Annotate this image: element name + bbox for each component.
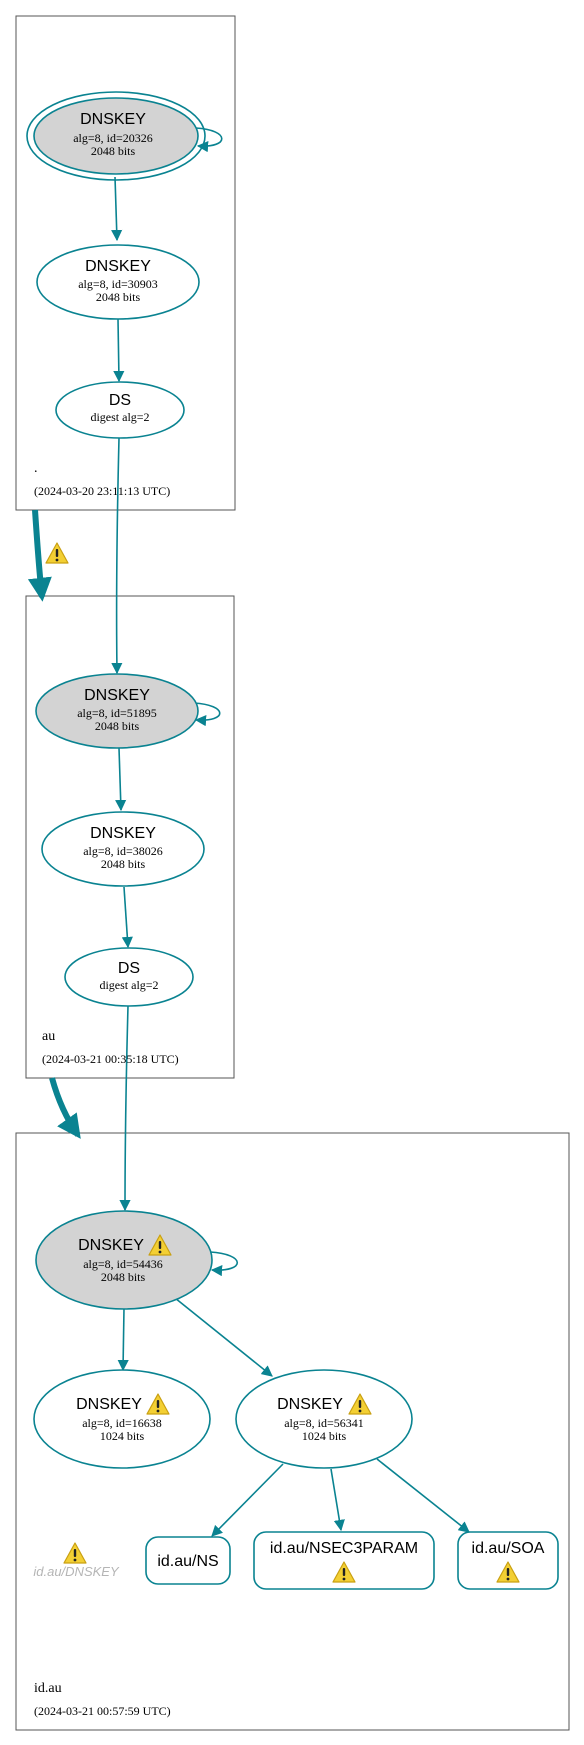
zone-box-idau [15,1132,570,1731]
edge-root-ksk-to-zsk [111,176,123,242]
ghost-dnskey-node[interactable]: id.au/DNSKEY [33,1542,120,1579]
zone-name-au: au [42,1029,55,1044]
edge-idau-ksk-to-zsk1 [117,1307,129,1372]
edge-zsk2-to-ns [211,1463,284,1537]
ghost-label: id.au/DNSKEY [33,1564,120,1579]
delegation-arrow-au-to-idau [49,1077,81,1139]
dnskey-node-root-ksk[interactable]: DNSKEY alg=8, id=20326 2048 bits [26,91,206,181]
rrset-node-nsec3param[interactable]: id.au/NSEC3PARAM [253,1531,435,1590]
rrset-label: id.au/NSEC3PARAM [270,1540,418,1557]
node-detail: 2048 bits [101,857,146,871]
node-detail: alg=8, id=54436 [83,1257,163,1271]
edge-au-ds-to-idau-ksk [119,1005,131,1212]
delegation-arrow-root-to-au [27,509,52,602]
edge-root-ksk-self [195,127,223,153]
edge-idau-ksk-to-zsk2 [174,1297,273,1377]
node-detail: alg=8, id=16638 [82,1416,162,1430]
dnskey-node-idau-zsk-56341[interactable]: DNSKEY alg=8, id=56341 1024 bits [235,1369,413,1469]
zone-timestamp-root: (2024-03-20 23:11:13 UTC) [34,484,170,498]
edge-au-zsk-to-ds [121,886,133,949]
ds-node-root[interactable]: DS digest alg=2 [55,381,185,439]
node-title: DNSKEY [90,825,156,842]
node-title: DNSKEY [85,258,151,275]
node-title: DS [109,392,131,409]
dnskey-node-au-zsk[interactable]: DNSKEY alg=8, id=38026 2048 bits [41,811,205,887]
rrset-node-soa[interactable]: id.au/SOA [457,1531,559,1590]
ds-node-au[interactable]: DS digest alg=2 [64,947,194,1007]
zone-timestamp-au: (2024-03-21 00:35:18 UTC) [42,1052,179,1066]
rrset-node-ns[interactable]: id.au/NS [145,1536,231,1585]
node-detail: alg=8, id=38026 [83,844,163,858]
zone-box-root [15,15,236,511]
dnskey-node-au-ksk[interactable]: DNSKEY alg=8, id=51895 2048 bits [35,673,199,749]
node-detail: 2048 bits [95,719,140,733]
node-title: DNSKEY [76,1396,142,1413]
edge-zsk2-to-soa [376,1458,470,1533]
rrset-label: id.au/NS [157,1553,218,1570]
warning-triangle-icon [45,542,69,564]
edge-idau-ksk-self [209,1251,239,1277]
node-detail: alg=8, id=30903 [78,277,158,291]
node-detail: 2048 bits [96,290,141,304]
zone-box-au [25,595,235,1079]
node-detail: 2048 bits [91,144,136,158]
edge-root-zsk-to-ds [113,318,125,383]
node-title: DNSKEY [84,687,150,704]
edge-zsk2-to-nsec3param [330,1468,345,1532]
dnskey-node-idau-zsk-16638[interactable]: DNSKEY alg=8, id=16638 1024 bits [33,1369,211,1469]
node-detail: digest alg=2 [99,978,158,992]
zone-timestamp-idau: (2024-03-21 00:57:59 UTC) [34,1704,171,1718]
node-title: DNSKEY [277,1396,343,1413]
node-detail: alg=8, id=51895 [77,706,157,720]
node-detail: 2048 bits [101,1270,146,1284]
node-title: DNSKEY [80,111,146,128]
node-detail: 1024 bits [302,1429,347,1443]
warning-triangle-icon [63,1542,87,1564]
edge-au-ksk-to-zsk [115,747,127,812]
node-detail: alg=8, id=56341 [284,1416,364,1430]
edge-root-ds-to-au-ksk [111,437,123,675]
rrset-label: id.au/SOA [472,1540,545,1557]
node-detail: alg=8, id=20326 [73,131,153,145]
edge-au-ksk-self [193,702,221,727]
zone-name-root: . [34,461,38,476]
node-detail: digest alg=2 [90,410,149,424]
node-title: DS [118,960,140,977]
dnskey-node-idau-ksk[interactable]: DNSKEY alg=8, id=54436 2048 bits [35,1210,213,1310]
dnskey-node-root-zsk[interactable]: DNSKEY alg=8, id=30903 2048 bits [36,244,200,320]
node-title: DNSKEY [78,1237,144,1254]
zone-name-idau: id.au [34,1681,62,1696]
node-detail: 1024 bits [100,1429,145,1443]
